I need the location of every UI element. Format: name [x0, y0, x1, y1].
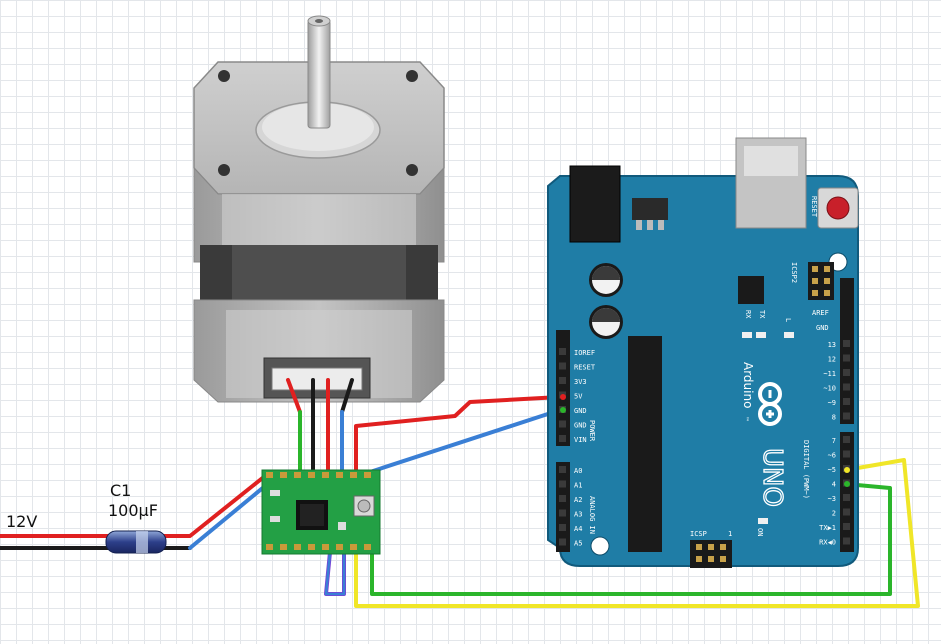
pin-label: A3 — [574, 511, 582, 519]
supply-voltage: 12V — [6, 512, 37, 531]
header-pin[interactable] — [559, 480, 566, 488]
header-pin[interactable] — [559, 348, 566, 355]
pin-label: 2 — [832, 510, 836, 518]
header-pin[interactable] — [843, 340, 850, 347]
capacitor-name: C1 — [110, 481, 131, 500]
pin-label: ~5 — [828, 466, 836, 474]
pin-label: 4 — [832, 481, 836, 489]
pin-label: GND — [574, 407, 587, 415]
arduino-tm: ™ — [742, 416, 749, 422]
pin-label: GND — [574, 422, 587, 430]
pin-label: A4 — [574, 525, 582, 533]
header-pin[interactable] — [843, 354, 850, 362]
header-pin[interactable] — [843, 398, 850, 405]
digital-header-label: DIGITAL (PWM~) — [802, 440, 810, 499]
pin-label: A5 — [574, 540, 582, 548]
pin-label: ~9 — [828, 399, 836, 407]
header-pin[interactable] — [843, 436, 850, 443]
reset-button[interactable] — [826, 196, 850, 220]
pin-label: 13 — [828, 341, 836, 349]
header-pin[interactable] — [843, 383, 850, 391]
stepper-driver-board — [261, 469, 381, 555]
header-pin[interactable] — [559, 495, 566, 502]
header-pin[interactable] — [843, 494, 850, 501]
on-label: ON — [756, 528, 764, 536]
stepper-motor — [193, 15, 445, 403]
header-pin[interactable] — [843, 508, 850, 516]
pin-label: 3V3 — [574, 378, 587, 386]
header-pin[interactable] — [559, 420, 566, 428]
pin-label: ~6 — [828, 452, 836, 460]
capacitor-value: 100µF — [108, 501, 158, 520]
pin-label: 8 — [832, 414, 836, 422]
header-pin[interactable] — [843, 537, 850, 545]
header-pin[interactable] — [559, 362, 566, 370]
analog-header-label: ANALOG IN — [588, 496, 596, 534]
pin-label: TX▶1 — [819, 524, 836, 532]
arduino-logo — [758, 382, 782, 426]
digital-bottom-pin-labels: 7 ~6 ~5 4 ~3 2TX▶1RX◀0 — [819, 436, 850, 547]
header-pin[interactable] — [559, 509, 566, 517]
pin-label: RX◀0 — [819, 539, 836, 547]
wire-pin4 — [370, 482, 892, 596]
barrel-jack — [569, 165, 621, 243]
header-pin[interactable] — [843, 523, 850, 530]
pin-label: A1 — [574, 482, 582, 490]
tx-label: TX — [758, 310, 766, 319]
header-pin[interactable] — [559, 524, 566, 531]
pin-label: A2 — [574, 496, 582, 504]
icsp-label: ICSP — [690, 530, 707, 538]
pin-label: 12 — [828, 356, 836, 364]
pin-label: ~3 — [828, 495, 836, 503]
digital-header-bottom — [840, 432, 854, 552]
digital-top-pin-labels: 13 12 ~11 ~10 ~9 8 — [823, 340, 850, 422]
capacitor-c1 — [105, 530, 167, 554]
rx-label: RX — [744, 310, 752, 319]
atmega-chip — [628, 336, 662, 552]
power-header-label: POWER — [588, 420, 596, 442]
pin-label: A0 — [574, 467, 582, 475]
pin-label: ~10 — [823, 385, 836, 393]
power-header — [556, 330, 570, 446]
pin-label: IOREF — [574, 349, 595, 357]
aref-label: AREF — [812, 309, 829, 317]
l-label: L — [784, 318, 792, 322]
icsp2-label: ICSP2 — [790, 262, 798, 283]
gnd-top-label: GND — [816, 324, 829, 332]
header-pin[interactable] — [559, 377, 566, 384]
header-pin[interactable] — [843, 450, 850, 458]
pin-label: RESET — [574, 364, 596, 372]
wire-12v-red — [0, 470, 272, 538]
reset-label: RESET — [810, 196, 818, 218]
wire-gnd — [368, 408, 562, 474]
wires — [0, 378, 920, 608]
header-pin[interactable] — [843, 369, 850, 376]
header-pin[interactable] — [559, 466, 566, 473]
wire-pin5 — [354, 458, 920, 608]
header-pin[interactable] — [559, 435, 566, 442]
pin-label: 7 — [832, 437, 836, 445]
icsp-one-label: 1 — [728, 530, 732, 538]
arduino-brand: Arduino — [741, 362, 755, 408]
pin-label: 5V — [574, 393, 583, 401]
arduino-model: UNO — [757, 448, 787, 507]
arduino-uno-board — [547, 137, 859, 568]
wire-5v — [354, 395, 562, 474]
header-pin[interactable] — [559, 538, 566, 546]
pin-label: ~11 — [823, 370, 836, 378]
header-pin[interactable] — [843, 412, 850, 420]
pin-label: VIN — [574, 436, 587, 444]
